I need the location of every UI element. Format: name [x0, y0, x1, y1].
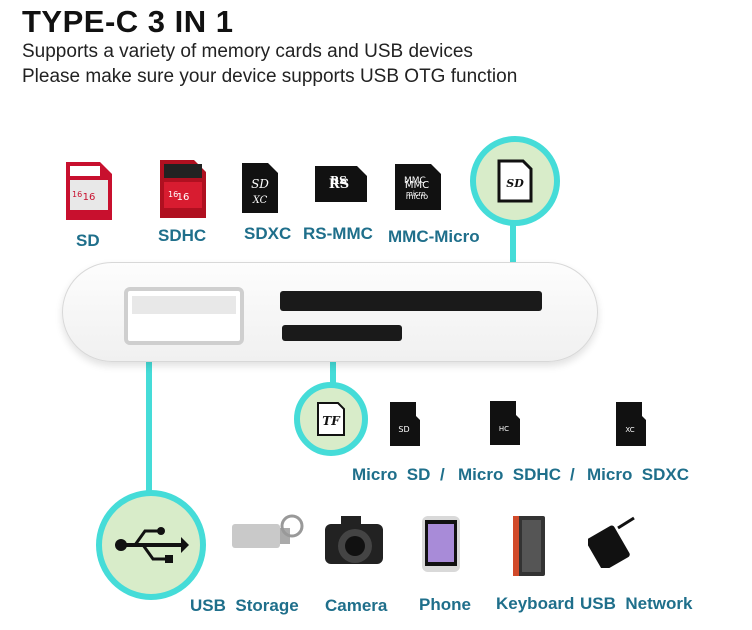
svg-text:XC: XC — [252, 195, 268, 206]
usb-callout-circle — [96, 490, 206, 600]
label-separator-2: / — [570, 465, 575, 484]
label-keyboard: Keyboard — [496, 594, 575, 613]
label-usb-network: USB Network — [580, 594, 693, 613]
svg-text:SD: SD — [506, 177, 524, 190]
rs-print: RS — [330, 174, 348, 187]
svg-text:SD: SD — [398, 425, 409, 434]
svg-text:HC: HC — [499, 425, 509, 433]
network-adapter-icon — [588, 516, 635, 568]
label-micro-sdhc: Micro SDHC — [458, 465, 561, 484]
mmc-print: MMC — [404, 176, 426, 186]
usb-symbol-icon — [115, 527, 189, 563]
label-rs-mmc: RS-MMC — [303, 224, 373, 243]
sd-card-slot — [280, 291, 542, 311]
tf-slot-callout-circle: TF — [294, 382, 368, 456]
page-title: TYPE-C 3 IN 1 — [22, 4, 234, 39]
svg-text:SD: SD — [251, 177, 269, 191]
svg-text:TF: TF — [322, 414, 341, 428]
rs-mmc-card-icon: RS — [315, 166, 367, 202]
sd-card-icon: SD — [497, 159, 533, 203]
tf-card-icon: TF — [317, 402, 345, 436]
label-sdhc: SDHC — [158, 226, 207, 245]
micro-print: micro — [406, 190, 426, 198]
label-micro-sd: Micro SD — [352, 465, 431, 484]
label-micro-sdxc: Micro SDXC — [587, 465, 690, 484]
subtitle-line-1: Supports a variety of memory cards and U… — [22, 41, 473, 62]
label-sdxc: SDXC — [244, 224, 292, 243]
usb-flash-drive-icon — [232, 514, 304, 548]
phone-icon — [422, 516, 460, 572]
tf-card-slot — [282, 325, 402, 341]
tf-connector-line — [330, 337, 336, 391]
sdhc-card-icon: 16 — [160, 160, 206, 218]
svg-text:XC: XC — [625, 426, 634, 434]
subtitle-line-2: Please make sure your device supports US… — [22, 66, 518, 87]
micro-sdxc-card-icon: XC — [616, 402, 646, 446]
sd-capacity-print: 16 — [72, 190, 83, 199]
usb-port-tongue — [132, 296, 236, 314]
svg-text:16: 16 — [177, 192, 190, 203]
svg-text:16: 16 — [83, 192, 96, 203]
sdhc-capacity-print: 16 — [168, 190, 179, 199]
label-sd: SD — [76, 231, 100, 250]
keyboard-icon — [513, 516, 545, 576]
svg-text:micro: micro — [406, 192, 429, 201]
sd-card-icon: 16 — [66, 162, 112, 220]
micro-sdhc-card-icon: HC — [490, 401, 520, 445]
svg-text:MMC: MMC — [405, 180, 429, 191]
label-separator-1: / — [440, 465, 445, 484]
mmc-micro-card-icon: MMC micro — [395, 164, 441, 210]
sd-slot-callout-circle: SD — [470, 136, 560, 226]
usb-connector-line — [146, 326, 152, 502]
label-usb-storage: USB Storage — [190, 596, 299, 615]
micro-sd-card-icon: SD — [390, 402, 420, 446]
svg-text:RS: RS — [329, 177, 349, 192]
label-mmc-micro: MMC-Micro — [388, 227, 480, 246]
label-phone: Phone — [419, 595, 471, 614]
sdxc-card-icon: SD XC — [242, 163, 278, 213]
camera-icon — [325, 516, 383, 564]
sd-connector-line — [510, 212, 516, 300]
label-camera: Camera — [325, 596, 388, 615]
